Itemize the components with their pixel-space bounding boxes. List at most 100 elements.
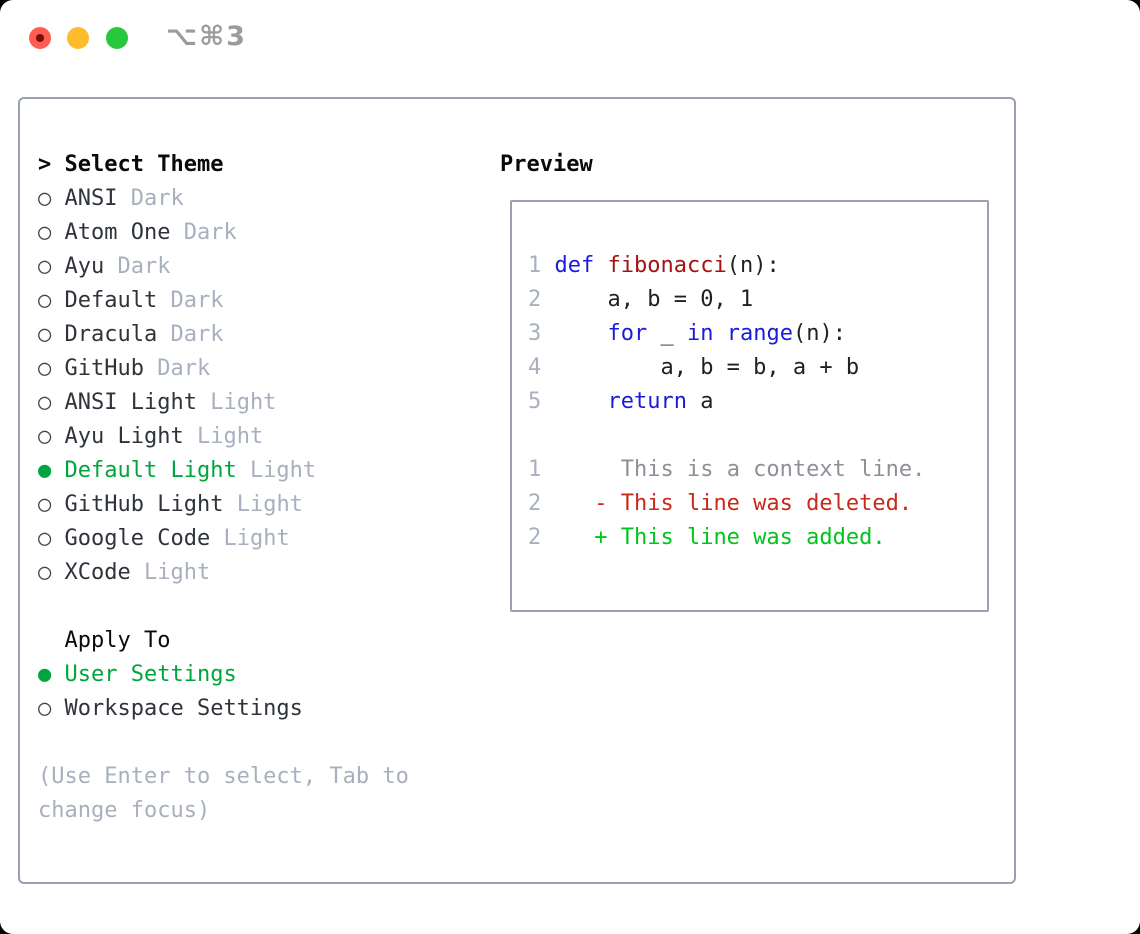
radio-circle-icon: ○: [38, 287, 52, 313]
window-hotkey-label: ⌥⌘3: [166, 21, 247, 52]
code-segment: in: [686, 320, 714, 346]
code-segment: a: [686, 388, 714, 414]
code-segment: fibonacci: [607, 252, 727, 278]
code-segment: [594, 253, 607, 278]
help-text-line2: change focus): [38, 797, 211, 823]
select-theme-title: Select Theme: [64, 151, 224, 177]
line-number: 4: [528, 354, 542, 380]
code-segment: [541, 491, 594, 516]
help-text-line1: (Use Enter to select, Tab to: [38, 763, 409, 789]
diff-context-line: 1 This is a context line.: [528, 452, 925, 486]
preview-pane: 1 def fibonacci(n): 2 a, b = 0, 1 3 for …: [510, 200, 989, 612]
diff-deleted-line: 2 - This line was deleted.: [528, 486, 925, 520]
theme-option-atom-one-dark[interactable]: ○ Atom One Dark: [38, 215, 409, 249]
radio-circle-icon: ○: [38, 355, 52, 381]
theme-name: Default: [64, 287, 158, 313]
code-line-blank: [528, 418, 925, 452]
code-segment: [541, 321, 607, 346]
code-segment: This is a context line.: [620, 456, 926, 482]
titlebar: ⌥⌘3: [0, 0, 1140, 76]
theme-option-github-dark[interactable]: ○ GitHub Dark: [38, 351, 409, 385]
theme-name: Google Code: [64, 525, 211, 551]
theme-option-default-dark[interactable]: ○ Default Dark: [38, 283, 409, 317]
minimize-button-icon[interactable]: [67, 27, 89, 49]
code-segment: (n):: [726, 252, 780, 278]
apply-option-user-settings[interactable]: ● User Settings: [38, 657, 409, 691]
line-number: 3: [528, 320, 542, 346]
theme-tag: Light: [210, 389, 277, 415]
radio-circle-icon: ○: [38, 423, 52, 449]
code-segment: return: [607, 388, 687, 414]
apply-to-header: Apply To: [38, 623, 409, 657]
theme-option-xcode[interactable]: ○ XCode Light: [38, 555, 409, 589]
radio-circle-icon: ○: [38, 559, 52, 585]
select-theme-header: > Select Theme: [38, 147, 409, 181]
code-segment: for: [607, 320, 648, 346]
spacer: [38, 725, 409, 759]
spacer: [38, 589, 409, 623]
apply-option-workspace-settings[interactable]: ○ Workspace Settings: [38, 691, 409, 725]
code-segment: a, b = 0, 1: [541, 286, 754, 312]
zoom-button-icon[interactable]: [106, 27, 128, 49]
apply-option-label: User Settings: [64, 661, 237, 687]
code-segment: - This line was deleted.: [594, 490, 913, 516]
code-segment: + This line was added.: [594, 524, 886, 550]
theme-name: Ayu: [64, 253, 105, 279]
theme-name: XCode: [64, 559, 131, 585]
focus-caret-icon: >: [38, 151, 52, 177]
theme-tag: Dark: [117, 253, 171, 279]
line-number: 5: [528, 388, 542, 414]
code-segment: def: [554, 252, 595, 278]
code-line: 3 for _ in range(n):: [528, 316, 925, 350]
theme-tag: Light: [196, 423, 264, 449]
radio-circle-icon: ○: [38, 695, 52, 721]
theme-tag: Dark: [130, 185, 184, 211]
code-segment: a, b = b, a + b: [541, 354, 860, 380]
line-number: 1: [528, 456, 542, 482]
theme-tag: Dark: [170, 287, 224, 313]
theme-option-ayu-light[interactable]: ○ Ayu Light Light: [38, 419, 409, 453]
theme-tag: Dark: [183, 219, 237, 245]
theme-name: Atom One: [64, 219, 171, 245]
theme-tag: Light: [236, 491, 303, 517]
code-line: 2 a, b = 0, 1: [528, 282, 925, 316]
theme-name: ANSI: [64, 185, 118, 211]
close-button-icon[interactable]: [29, 27, 51, 49]
code-segment: [541, 525, 594, 550]
radio-circle-icon: ○: [38, 525, 52, 551]
radio-circle-selected-icon: ●: [38, 457, 52, 483]
theme-name: Dracula: [64, 321, 158, 347]
theme-tag: Light: [249, 457, 317, 483]
theme-tag: Light: [143, 559, 211, 585]
radio-circle-icon: ○: [38, 219, 52, 245]
code-segment: [713, 321, 726, 346]
theme-option-ansi-dark[interactable]: ○ ANSI Dark: [38, 181, 409, 215]
radio-circle-selected-icon: ●: [38, 661, 52, 687]
line-number: 1: [528, 252, 542, 278]
theme-name: Default Light: [64, 457, 237, 483]
apply-to-title: Apply To: [64, 627, 171, 653]
theme-name: GitHub Light: [64, 491, 224, 517]
code-segment: _: [647, 320, 687, 346]
line-number: 2: [528, 286, 542, 312]
theme-option-default-light[interactable]: ● Default Light Light: [38, 453, 409, 487]
theme-name: GitHub: [64, 355, 144, 381]
radio-circle-icon: ○: [38, 185, 52, 211]
theme-tag: Dark: [157, 355, 211, 381]
theme-tag: Dark: [170, 321, 224, 347]
theme-name: Ayu Light: [64, 423, 184, 449]
code-segment: [541, 389, 607, 414]
preview-title: Preview: [500, 151, 593, 177]
apply-option-label: Workspace Settings: [64, 695, 303, 721]
code-segment: (n):: [792, 320, 846, 346]
code-preview: 1 def fibonacci(n): 2 a, b = 0, 1 3 for …: [528, 248, 925, 554]
diff-added-line: 2 + This line was added.: [528, 520, 925, 554]
